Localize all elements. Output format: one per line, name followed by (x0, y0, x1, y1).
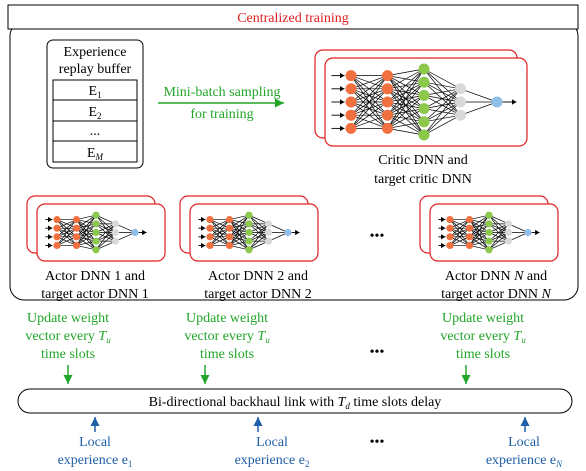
actor-network-2 (179, 195, 319, 262)
local-2-line2: experience e2 (235, 453, 310, 469)
update-label-n: Update weight vector every Tu time slots (440, 311, 526, 362)
buffer-row-4: EM (87, 146, 104, 162)
actor-n-label-line2: target actor DNN N (441, 287, 551, 302)
critic-network (314, 49, 528, 147)
buffer-row-3: ... (90, 124, 101, 139)
actor-network-n (419, 195, 559, 262)
buffer-row-1: E1 (88, 84, 101, 100)
critic-label-line2: target critic DNN (374, 172, 472, 187)
actor-2-label-line1: Actor DNN 2 and (208, 269, 308, 284)
local-ellipsis: ••• (370, 435, 385, 450)
actor-n-label-line1: Actor DNN N and (445, 269, 547, 284)
buffer-title-line1: Experience (64, 45, 127, 60)
svg-text:Update weight: Update weight (442, 311, 524, 326)
update-ellipsis: ••• (370, 345, 385, 360)
critic-label-line1: Critic DNN and (378, 153, 467, 168)
header-label: Centralized training (237, 11, 349, 26)
header-box (7, 4, 579, 30)
backhaul-link (17, 388, 573, 414)
buffer-title-line2: replay buffer (59, 62, 132, 77)
replay-buffer: Experience replay buffer E1 E2 ... EM (46, 39, 144, 169)
svg-text:vector every Tu: vector every Tu (25, 329, 111, 345)
svg-text:vector every Tu: vector every Tu (440, 329, 526, 345)
local-1-line2: experience e1 (58, 453, 133, 469)
svg-text:time slots: time slots (200, 347, 254, 362)
buffer-row-2: E2 (88, 105, 101, 121)
backhaul-label: Bi-directional backhaul link with Td tim… (149, 395, 442, 411)
svg-text:Update weight: Update weight (186, 311, 268, 326)
local-2-line1: Local (256, 435, 288, 450)
actor-2-label-line2: target actor DNN 2 (204, 287, 311, 302)
svg-text:time slots: time slots (41, 347, 95, 362)
local-1-line1: Local (79, 435, 111, 450)
actors-ellipsis: ••• (370, 229, 385, 244)
actor-1-label-line2: target actor DNN 1 (41, 287, 148, 302)
local-n-line1: Local (508, 435, 540, 450)
actor-1-label-line1: Actor DNN 1 and (45, 269, 145, 284)
svg-text:time slots: time slots (456, 347, 510, 362)
sampling-line2: for training (190, 107, 253, 122)
sampling-line1: Mini-batch sampling (163, 85, 280, 100)
actor-network-1 (26, 195, 166, 262)
update-label-1: Update weight vector every Tu time slots (25, 311, 111, 362)
local-n-line2: experience eN (486, 453, 563, 469)
update-label-2: Update weight vector every Tu time slots (184, 311, 270, 362)
svg-text:vector every Tu: vector every Tu (184, 329, 270, 345)
svg-text:Update weight: Update weight (27, 311, 109, 326)
